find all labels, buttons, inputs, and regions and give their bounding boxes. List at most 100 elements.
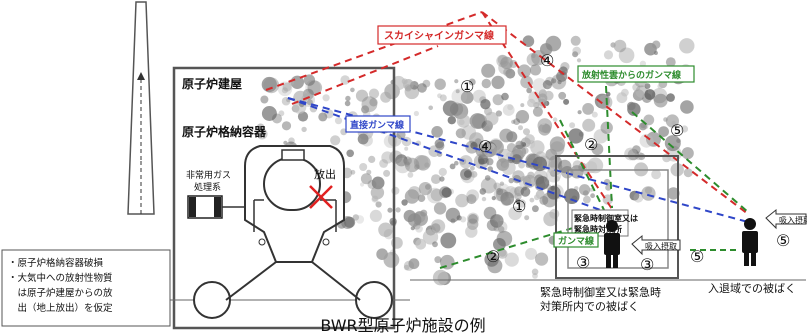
containment-vessel (193, 145, 393, 319)
plume-particle (322, 94, 330, 102)
plume-particle (610, 42, 616, 48)
path-number-5: ⑤ (670, 121, 684, 140)
plume-particle (455, 193, 469, 208)
worker-in-control-room (604, 220, 620, 268)
plume-particle (455, 89, 460, 94)
plume-particle (422, 229, 439, 245)
plume-particle (497, 248, 508, 259)
worker-at-exit-area (742, 218, 758, 266)
plume-particle (366, 169, 372, 175)
plume-particle (484, 111, 499, 126)
path-number-2: ② (584, 135, 598, 154)
control-room-building: 緊急時制御室又は 緊急時対策所 ガンマ線 (410, 155, 806, 281)
plume-particle (278, 110, 285, 117)
gamma-label: ガンマ線 (558, 235, 594, 247)
plume-particle (367, 179, 377, 189)
plume-particle (346, 149, 355, 158)
plume-particle (434, 256, 442, 264)
plume-particle (531, 50, 547, 66)
path-number-4: ④ (540, 51, 554, 70)
plume-particle (535, 176, 550, 190)
plume-particle (499, 181, 505, 186)
plume-particle (653, 93, 668, 108)
plume-particle (570, 35, 581, 46)
plume-particle (474, 138, 482, 146)
plume-particle (417, 83, 427, 93)
control-room-label-2: 緊急時対策所 (574, 224, 622, 234)
plume-particle (632, 83, 641, 92)
plume-particle (454, 160, 459, 166)
plume-particle (371, 195, 379, 203)
plume-particle (492, 94, 504, 106)
plume-particle (378, 222, 393, 238)
plume-particle (434, 139, 444, 149)
plume-particle (551, 78, 557, 84)
plume-particle (514, 192, 522, 201)
plume-particle (432, 241, 438, 248)
plume-particle (552, 117, 558, 122)
plume-label: 放射性雲からのガンマ線 (581, 69, 681, 81)
plume-particle (404, 157, 420, 173)
plume-particle (256, 123, 265, 132)
control-room-caption-2: 対策所内での被ばく (540, 299, 639, 313)
plume-particle (583, 195, 591, 204)
skyshine-gamma-rays (265, 11, 749, 215)
plume-particle (256, 128, 268, 140)
assumption-line: は原子炉建屋からの放 (8, 287, 113, 299)
assumption-line: ・原子炉格納容器破損 (8, 257, 104, 269)
plume-particle (572, 46, 581, 56)
plume-particle (646, 131, 661, 147)
plume-particle (428, 105, 434, 111)
plume-particle (395, 154, 408, 167)
plume-particle (439, 94, 447, 102)
plume-particle (629, 190, 640, 201)
inhalation-label-control-room: 吸入摂取 (645, 241, 677, 251)
plume-particle (665, 57, 676, 67)
release-point: 放出 (309, 167, 336, 209)
plume-particle (563, 98, 570, 105)
plume-particle (591, 143, 604, 156)
plume-particle (371, 176, 385, 190)
plume-particle (413, 110, 419, 117)
plume-particle (297, 111, 309, 122)
plume-particle (355, 215, 365, 224)
plume-particle (579, 184, 591, 196)
plume-particle (558, 91, 567, 100)
plume-particle (460, 216, 467, 223)
plume-particle (549, 136, 566, 152)
plume-particle (572, 51, 579, 58)
plume-particle (440, 232, 457, 249)
plume-particle (318, 112, 328, 122)
path-number-3: ③ (640, 255, 654, 274)
plume-particle (525, 247, 538, 260)
plume-particle (478, 158, 485, 165)
plume-particle (582, 103, 594, 115)
plume-particle (437, 93, 442, 99)
gamma-label-box (553, 232, 599, 248)
plume-particle (657, 83, 663, 89)
plume-particle (658, 126, 669, 137)
plume-particle (345, 95, 351, 102)
plume-particle (520, 103, 525, 108)
plume-particle (484, 125, 490, 132)
plume-particle (415, 238, 427, 250)
plume-particle (683, 168, 693, 178)
assumptions-box (1, 249, 171, 327)
path-number-1: ① (460, 77, 474, 96)
plume-particle (401, 199, 408, 206)
plume-particle (410, 226, 415, 231)
plume-particle (681, 147, 694, 160)
path-number-5: ⑤ (776, 231, 790, 250)
plume-particle (461, 125, 477, 140)
plume-particle (511, 119, 516, 124)
plume-particle (520, 186, 531, 197)
plume-particle (456, 114, 471, 128)
plume-particle (407, 213, 422, 227)
plume-particle (651, 169, 661, 180)
plume-particle (484, 175, 491, 181)
path-number-4: ④ (478, 137, 492, 156)
assumptions-text: ・原子炉格納容器破損 ・大気中への放射性物質 は原子炉建屋からの放 出（地上放出… (8, 257, 113, 314)
plume-particle (639, 60, 647, 67)
plume-particle (613, 39, 627, 53)
plume-particle (577, 110, 582, 115)
